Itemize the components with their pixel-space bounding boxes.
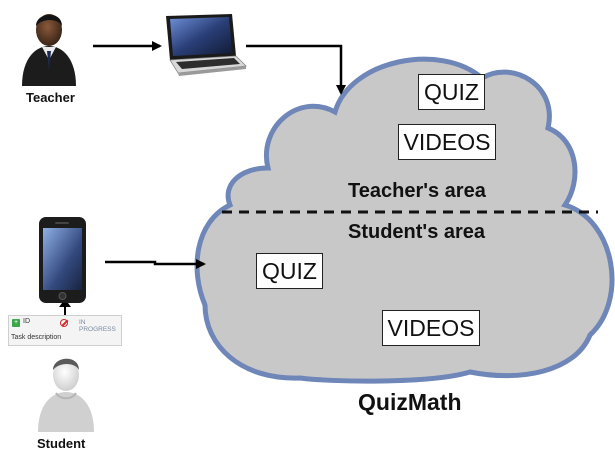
teacher-avatar <box>22 14 76 86</box>
teacher-videos-box: VIDEOS <box>398 124 496 160</box>
task-description: Task description <box>11 334 62 341</box>
laptop-illustration <box>166 14 247 76</box>
laptop-to-cloud-arrow <box>246 44 346 95</box>
plus-icon: + <box>12 319 20 327</box>
student-avatar <box>38 358 94 432</box>
teacher-area-label: Teacher's area <box>348 180 486 202</box>
cloud-title: QuizMath <box>358 389 462 415</box>
student-area-label: Student's area <box>348 221 486 243</box>
task-id-label: ID <box>23 318 30 325</box>
blocked-icon <box>60 319 68 327</box>
student-label: Student <box>37 436 86 451</box>
student-videos-box: VIDEOS <box>382 310 480 346</box>
teacher-label: Teacher <box>26 90 75 105</box>
student-quiz-box: QUIZ <box>256 253 323 289</box>
teacher-quiz-box: QUIZ <box>418 74 485 110</box>
phone-to-cloud-arrow <box>105 259 206 269</box>
task-card: + ID IN PROGRESS Task description <box>8 315 122 346</box>
task-status: IN PROGRESS <box>79 319 116 333</box>
cloud-shape <box>194 56 615 384</box>
phone-illustration <box>39 217 86 303</box>
